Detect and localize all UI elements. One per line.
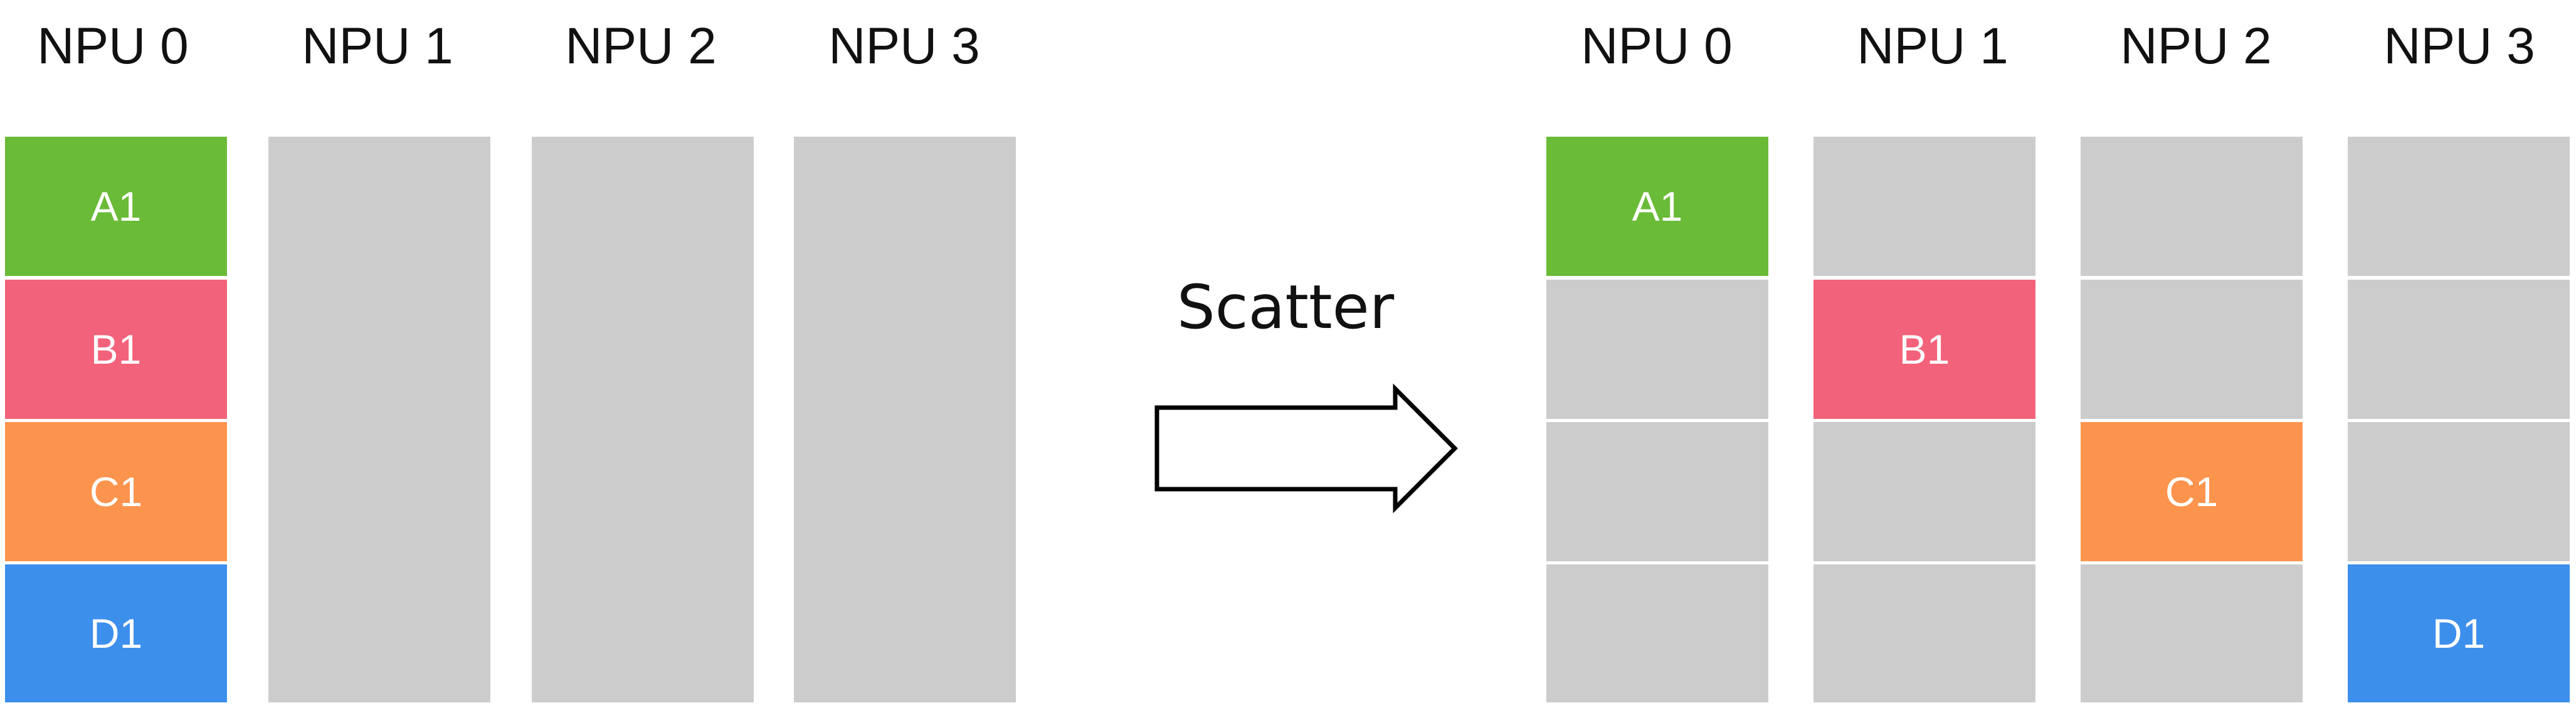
left-npu-2-column [532,137,754,702]
right-npu-3-column: D1 [2348,137,2570,702]
right-npu-3-label: NPU 3 [2383,18,2535,75]
right-block-c1: C1 [2081,422,2303,561]
right-empty-block [1546,280,1768,419]
left-npu-2-label: NPU 2 [565,18,717,75]
right-empty-block [2081,137,2303,276]
right-empty-block [2348,280,2570,419]
left-npu-3-column [794,137,1016,702]
right-arrow-icon [1154,383,1458,514]
left-block-b1: B1 [5,280,227,419]
right-empty-block [1546,422,1768,561]
left-block-c1: C1 [5,422,227,561]
right-npu-2-label: NPU 2 [2120,18,2272,75]
left-npu-1-column [268,137,490,702]
right-npu-0-label: NPU 0 [1581,18,1733,75]
right-empty-block [1813,137,2035,276]
right-block-a1: A1 [1546,137,1768,276]
left-npu-0-column: A1 B1 C1 D1 [5,137,227,702]
right-block-d1: D1 [2348,564,2570,702]
right-npu-1-label: NPU 1 [1857,18,2009,75]
right-empty-block [2081,564,2303,702]
left-block-a1: A1 [5,137,227,276]
right-empty-block [1813,564,2035,702]
left-block-d1: D1 [5,564,227,702]
right-npu-0-column: A1 [1546,137,1768,702]
left-npu-3-label: NPU 3 [828,18,980,75]
right-empty-block [1546,564,1768,702]
right-block-b1: B1 [1813,280,2035,419]
right-npu-2-column: C1 [2081,137,2303,702]
right-empty-block [2348,422,2570,561]
right-empty-block [2348,137,2570,276]
left-npu-1-label: NPU 1 [302,18,453,75]
scatter-label: Scatter [1176,272,1395,342]
right-npu-1-column: B1 [1813,137,2035,702]
left-npu-0-label: NPU 0 [37,18,189,75]
right-empty-block [1813,422,2035,561]
right-empty-block [2081,280,2303,419]
